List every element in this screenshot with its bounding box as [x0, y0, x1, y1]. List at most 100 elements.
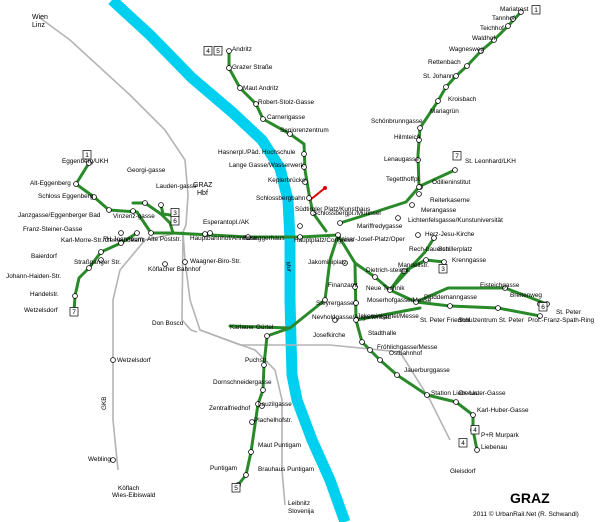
stop-marker — [510, 16, 516, 22]
svg-text:7: 7 — [455, 153, 459, 160]
stop-marker — [248, 449, 254, 455]
station-label: Lauzilgasse — [258, 401, 292, 408]
station-label: Wetzelsdorf — [24, 307, 58, 314]
station-label: St. Peter — [556, 309, 582, 316]
stop-marker — [261, 362, 267, 368]
tram-lines — [72, 10, 549, 487]
stop-marker — [367, 347, 373, 353]
station-label: Wagnesweg — [449, 46, 484, 53]
stop-marker — [110, 457, 116, 463]
stop-marker — [415, 232, 421, 238]
station-label: Odilieninstitut — [432, 179, 471, 186]
stop-marker — [470, 412, 476, 418]
station-label: Köflacher Bahnhof — [148, 266, 201, 273]
station-label: Jakominigürtel/Messe — [357, 313, 419, 320]
stop-marker — [243, 472, 249, 478]
station-label: Hauptplatz/Congress — [294, 237, 354, 244]
stop-marker — [306, 195, 312, 201]
stop-marker — [395, 215, 401, 221]
stop-marker — [162, 261, 168, 267]
station-label: Nevholdgasse/Augartenbad — [312, 314, 391, 321]
stop-marker — [98, 257, 104, 263]
station-label: Vinzenz-gasse — [113, 213, 155, 220]
stop-marker — [409, 202, 415, 208]
stop-marker — [301, 164, 307, 170]
label-gleisdorf: Gleisdorf — [450, 468, 476, 475]
stop-marker — [253, 101, 259, 107]
stop-marker — [237, 85, 243, 91]
svg-text:6: 6 — [173, 218, 177, 225]
station-label: Jakominiplatz — [308, 259, 347, 266]
station-label: Carnerigasse — [267, 114, 305, 121]
station-label: Liebenau — [481, 444, 508, 451]
line-badge: 5 — [213, 46, 223, 56]
station-label: Janzgasse/Eggenberger Bad — [18, 212, 101, 219]
station-label: Puntigam — [210, 465, 237, 472]
label-wies: Wies-Eibiswald — [112, 492, 156, 499]
station-label: Georgi-gasse — [127, 167, 166, 174]
stops — [71, 9, 550, 488]
station-label: Teichhof — [480, 25, 504, 32]
stop-marker — [86, 265, 92, 271]
station-label: Alt-Eggenberg — [30, 180, 71, 187]
station-label: Schönbrunngasse — [371, 118, 423, 125]
station-label: Herz-Jesu-Kirche — [425, 231, 475, 238]
stop-marker — [416, 191, 422, 197]
station-label: Schillerplatz — [438, 246, 472, 253]
stop-marker — [335, 232, 341, 238]
stop-marker — [264, 333, 270, 339]
stop-marker — [302, 179, 308, 185]
stop-marker — [226, 48, 232, 54]
stop-marker — [416, 184, 422, 190]
line-badge: 3 — [170, 208, 180, 218]
line-badge: 4 — [203, 46, 213, 56]
stop-marker — [297, 234, 303, 240]
station-label: Plüddemanngasse — [424, 294, 477, 301]
stop-marker — [505, 23, 511, 29]
station-label: Keplerbrücke — [268, 177, 306, 184]
stop-marker — [474, 447, 480, 453]
stop-marker — [441, 259, 447, 265]
stop-marker — [86, 160, 92, 166]
station-label: Brauhaus Puntigam — [258, 466, 314, 473]
stop-marker — [394, 372, 400, 378]
stop-marker — [495, 305, 501, 311]
station-label: Schlossbergpl./Murinsel — [313, 210, 381, 217]
stop-marker — [453, 399, 459, 405]
stop-marker — [431, 235, 437, 241]
station-label: Prof.-Franz-Spath-Ring — [528, 317, 595, 324]
label-linz: Linz — [32, 22, 45, 29]
station-label: Karl-Morre-Str./Gemeindeamt — [61, 237, 145, 244]
svg-text:4: 4 — [473, 427, 477, 434]
river-label: Mur — [284, 261, 292, 273]
label-slovenija: Slovenija — [288, 508, 314, 515]
stop-marker — [416, 137, 422, 143]
map-credit: 2011 © UrbanRail.Net (R. Schwandl) — [473, 510, 579, 518]
stop-marker — [453, 73, 459, 79]
station-label: Jauerburggasse — [404, 367, 450, 374]
stop-marker — [310, 210, 316, 216]
svg-text:3: 3 — [441, 266, 445, 273]
station-label: Roseggerhaus — [243, 235, 285, 242]
station-label: Mariatrost — [500, 6, 529, 13]
line-badge: 5 — [231, 483, 241, 493]
station-label: Schloss Eggenberg — [38, 193, 94, 200]
line-badge: 7 — [452, 151, 462, 161]
stop-marker — [259, 403, 265, 409]
stop-marker — [158, 202, 164, 208]
station-label: Südtiroler Platz/Kunsthaus — [295, 206, 370, 213]
station-label: Mandellstr. — [398, 262, 429, 269]
station-label: Eisteichgasse — [480, 282, 520, 289]
station-label: Waldhof — [472, 35, 495, 42]
station-label: Franz-Steiner-Gasse — [23, 226, 83, 233]
station-label: Lenaugasse — [384, 156, 419, 163]
svg-text:1: 1 — [534, 7, 538, 14]
station-label: P+R Murpark — [481, 432, 520, 439]
station-label: Reiterkaserne — [430, 197, 470, 204]
stop-marker — [72, 293, 78, 299]
stop-marker — [353, 300, 359, 306]
station-label: Lichtenfelsgasse/Kunstuniversität — [408, 217, 503, 224]
label-leibnitz: Leibnitz — [288, 500, 310, 507]
svg-text:3: 3 — [173, 210, 177, 217]
station-label: Kroisbach — [448, 96, 477, 103]
